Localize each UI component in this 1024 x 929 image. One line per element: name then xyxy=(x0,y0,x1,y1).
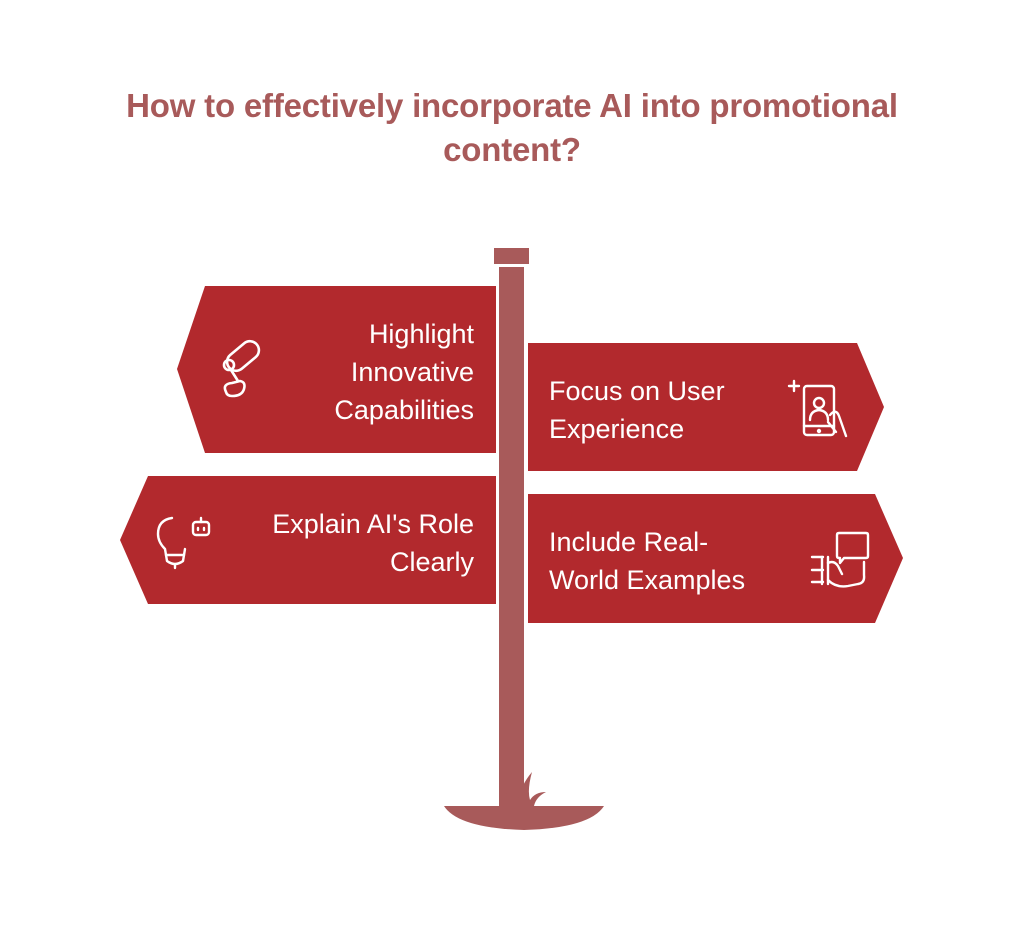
sign-4-line-2: World Examples xyxy=(549,565,746,595)
title-line-2: content? xyxy=(443,131,581,168)
sign-1-line-2: Innovative xyxy=(350,357,474,387)
sign-3-line-2: Clearly xyxy=(389,547,474,577)
phone-user-touch-icon xyxy=(787,379,848,438)
sign-2-line-2: Experience xyxy=(549,414,685,444)
page-title: How to effectively incorporate AI into p… xyxy=(0,84,1024,172)
pole-cap xyxy=(494,248,529,264)
grass-tuft xyxy=(504,772,546,806)
sign-1-line-1: Highlight xyxy=(368,319,474,349)
pole-base xyxy=(444,806,604,830)
sign-1-line-3: Capabilities xyxy=(334,395,474,425)
hand-speech-bubble-icon xyxy=(810,531,870,588)
title-line-1: How to effectively incorporate AI into p… xyxy=(126,87,898,124)
pole xyxy=(499,267,524,807)
sign-4-label: Include Real- World Examples xyxy=(549,523,799,599)
sign-3-line-1: Explain AI's Role xyxy=(272,509,474,539)
sign-1-label: Highlight Innovative Capabilities xyxy=(234,315,474,429)
sign-4-line-1: Include Real- xyxy=(549,527,709,557)
sign-2-board xyxy=(528,343,884,471)
sign-4-board xyxy=(528,494,903,623)
sign-3-label: Explain AI's Role Clearly xyxy=(214,505,474,581)
lightbulb-robot-icon xyxy=(156,516,211,570)
sign-1-board xyxy=(177,286,496,453)
sign-2-label: Focus on User Experience xyxy=(549,372,779,448)
sign-3-board xyxy=(120,476,496,604)
sign-2-line-1: Focus on User xyxy=(549,376,725,406)
microphone-icon xyxy=(222,339,261,398)
